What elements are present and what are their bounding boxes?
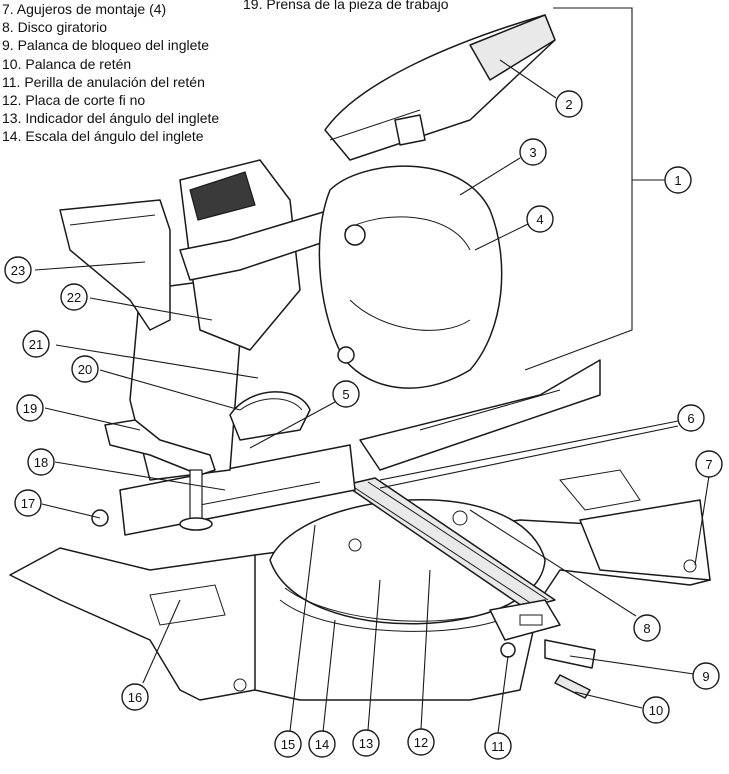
callout-23: 23 xyxy=(4,256,32,284)
callout-13: 13 xyxy=(352,729,380,757)
callout-circle-6 xyxy=(677,404,705,432)
legend-item-12: 12. Placa de corte fi no xyxy=(2,92,146,109)
callout-2: 2 xyxy=(555,90,583,118)
callout-label-2: 2 xyxy=(565,97,572,112)
callout-label-7: 7 xyxy=(705,457,712,472)
kerf-plate xyxy=(344,477,556,609)
callout-label-14: 14 xyxy=(315,737,329,752)
callout-circle-8 xyxy=(633,614,661,642)
callout-label-10: 10 xyxy=(649,703,663,718)
callout-14: 14 xyxy=(308,730,336,758)
callout-5: 5 xyxy=(332,380,360,408)
callout-label-6: 6 xyxy=(687,411,694,426)
callout-circle-19 xyxy=(16,394,44,422)
callout-circle-4 xyxy=(526,205,554,233)
callout-circle-21 xyxy=(22,330,50,358)
callout-circle-22 xyxy=(60,283,88,311)
callout-label-13: 13 xyxy=(359,736,373,751)
callout-label-3: 3 xyxy=(529,145,536,160)
workpiece-clamp xyxy=(91,419,216,531)
callout-21: 21 xyxy=(22,330,50,358)
legend-item-14: 14. Escala del ángulo del inglete xyxy=(2,128,204,145)
legend-item-13: 13. Indicador del ángulo del inglete xyxy=(2,110,220,127)
callout-circle-2 xyxy=(555,90,583,118)
callout-circle-15 xyxy=(274,730,302,758)
callout-19: 19 xyxy=(16,394,44,422)
callout-circle-13 xyxy=(352,729,380,757)
callout-6: 6 xyxy=(677,404,705,432)
operating-handle xyxy=(324,14,556,161)
callout-circle-20 xyxy=(71,355,99,383)
legend-list: 7. Agujeros de montaje (4) 8. Disco gira… xyxy=(2,0,219,146)
callout-label-8: 8 xyxy=(643,621,650,636)
callout-15: 15 xyxy=(274,730,302,758)
callout-22: 22 xyxy=(60,283,88,311)
callout-circle-12 xyxy=(407,728,435,756)
callout-circle-18 xyxy=(27,448,55,476)
callout-label-22: 22 xyxy=(67,290,81,305)
callout-label-19: 19 xyxy=(23,401,37,416)
callout-label-23: 23 xyxy=(11,263,25,278)
callout-circle-11 xyxy=(484,732,512,760)
callout-circle-3 xyxy=(519,138,547,166)
callout-circle-14 xyxy=(308,730,336,758)
callout-circle-16 xyxy=(121,683,149,711)
callout-12: 12 xyxy=(407,728,435,756)
blade-guard xyxy=(318,165,503,389)
callout-label-20: 20 xyxy=(78,362,92,377)
callout-label-16: 16 xyxy=(128,690,142,705)
callout-3: 3 xyxy=(519,138,547,166)
legend-item-9: 9. Palanca de bloqueo del inglete xyxy=(2,37,210,54)
legend-item-11: 11. Perilla de anulación del retén xyxy=(2,73,205,90)
bevel-scale xyxy=(229,391,311,441)
callout-label-5: 5 xyxy=(342,387,349,402)
leader-lines xyxy=(34,7,710,734)
callout-16: 16 xyxy=(121,683,149,711)
callout-4: 4 xyxy=(526,205,554,233)
legend-item-7: 7. Agujeros de montaje (4) xyxy=(2,1,167,17)
callout-1: 1 xyxy=(664,166,692,194)
miter-lock-block xyxy=(489,599,596,699)
callout-circle-9 xyxy=(692,662,720,690)
fence xyxy=(119,359,601,536)
legend-item-10: 10. Palanca de retén xyxy=(2,55,132,72)
callout-17: 17 xyxy=(14,489,42,517)
callout-18: 18 xyxy=(27,448,55,476)
callout-10: 10 xyxy=(642,696,670,724)
callout-label-15: 15 xyxy=(281,737,295,752)
legend-item-19: 19. Prensa de la pieza de trabajo xyxy=(243,0,449,12)
callout-9: 9 xyxy=(692,662,720,690)
legend-item-8: 8. Disco giratorio xyxy=(2,19,108,36)
callout-7: 7 xyxy=(695,450,723,478)
callout-label-9: 9 xyxy=(702,669,709,684)
callout-label-21: 21 xyxy=(29,337,43,352)
callout-label-1: 1 xyxy=(674,173,681,188)
callout-8: 8 xyxy=(633,614,661,642)
motor-housing xyxy=(179,159,346,351)
callout-label-18: 18 xyxy=(34,455,48,470)
callout-circle-17 xyxy=(14,489,42,517)
callout-circle-23 xyxy=(4,256,32,284)
callout-label-17: 17 xyxy=(21,496,35,511)
callout-circle-1 xyxy=(664,166,692,194)
callout-20: 20 xyxy=(71,355,99,383)
callout-circle-5 xyxy=(332,380,360,408)
callout-circle-10 xyxy=(642,696,670,724)
callout-label-12: 12 xyxy=(414,735,428,750)
callout-label-4: 4 xyxy=(536,212,543,227)
callout-label-11: 11 xyxy=(491,739,505,754)
callout-circle-7 xyxy=(695,450,723,478)
callout-11: 11 xyxy=(484,732,512,760)
